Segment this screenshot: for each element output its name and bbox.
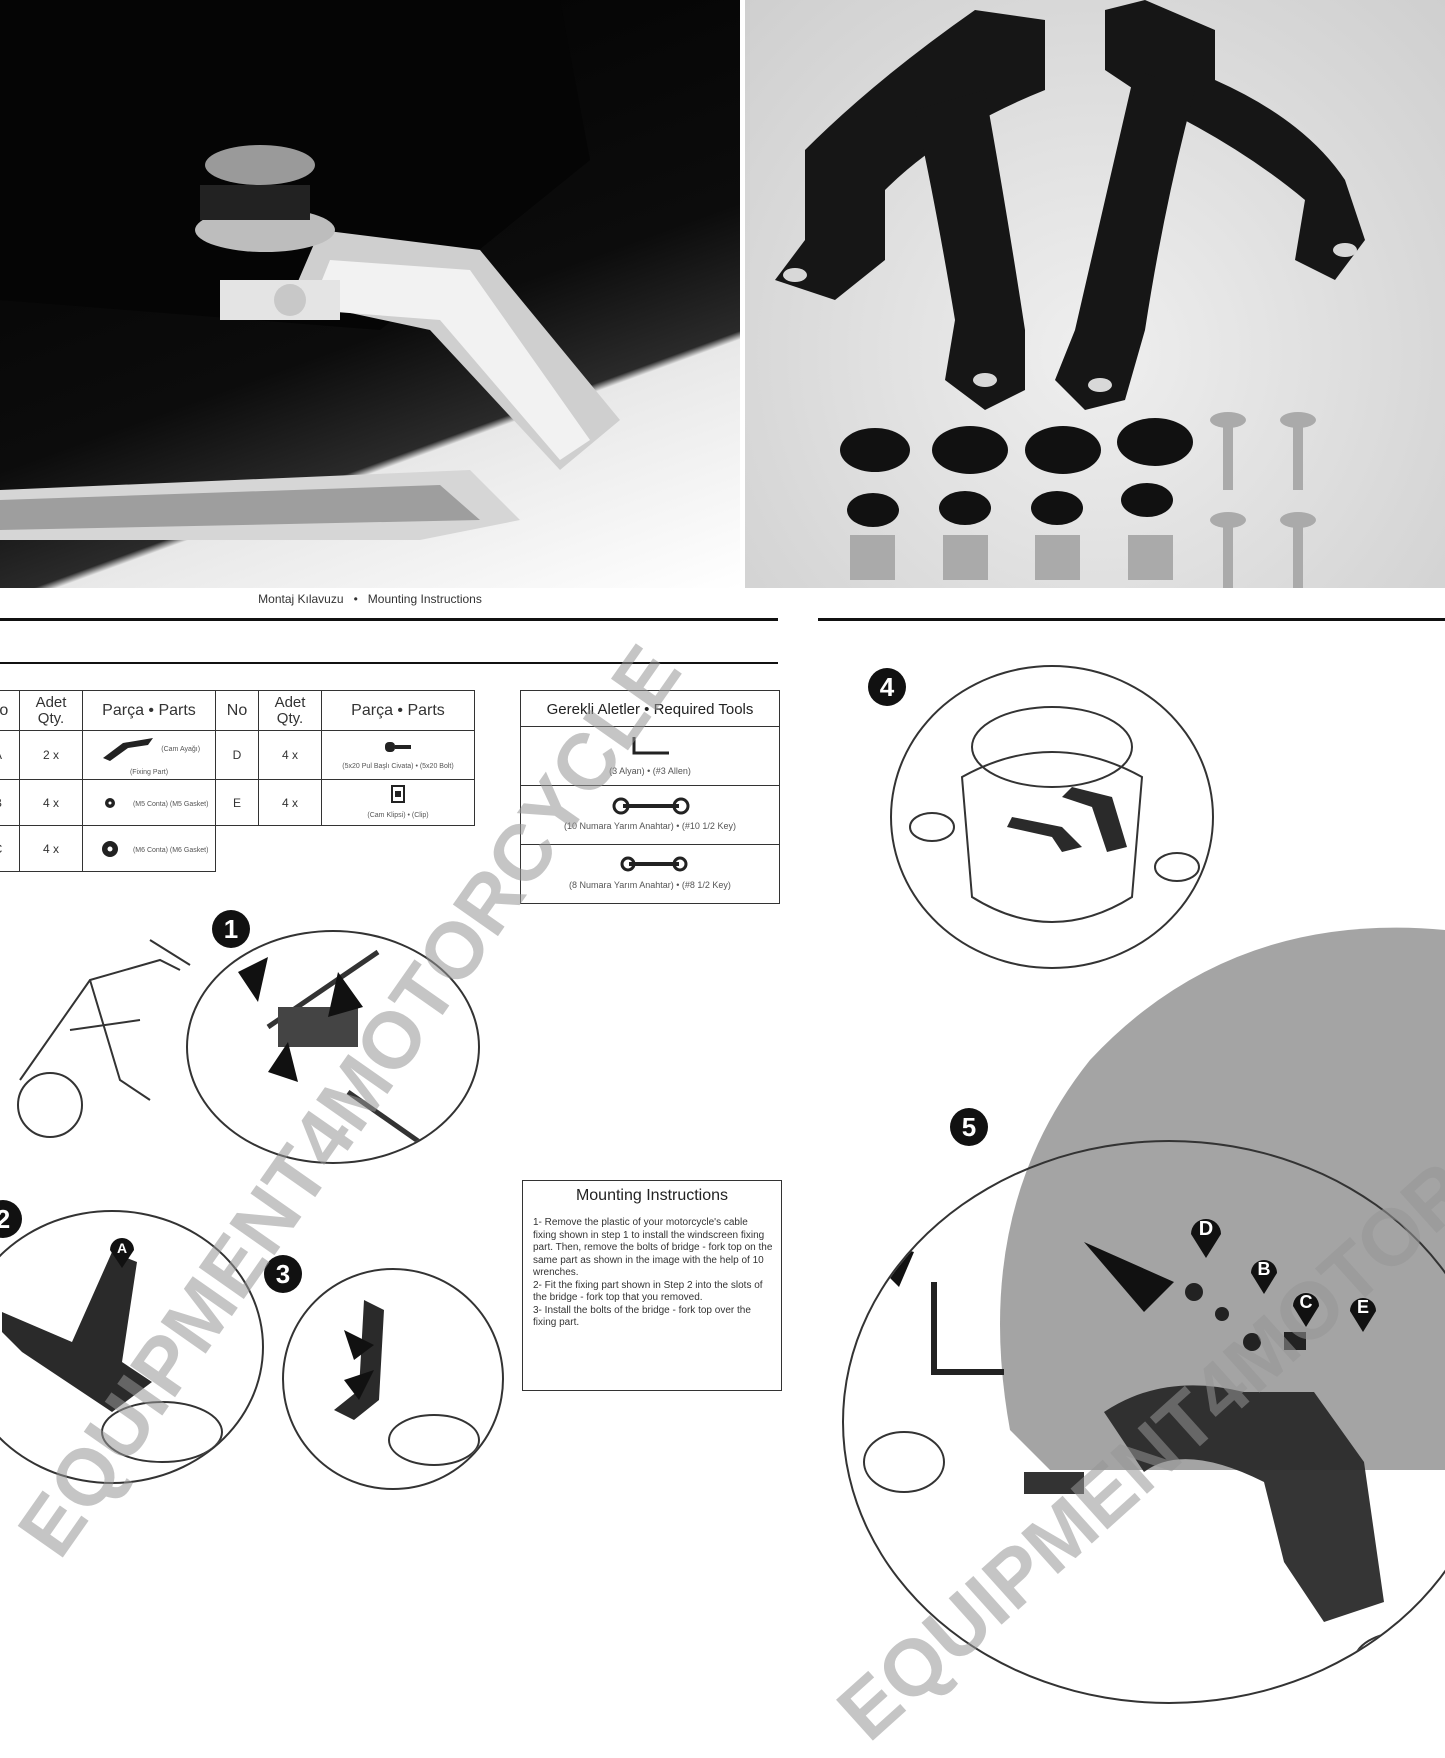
part-no-c: C: [0, 825, 20, 872]
marker-d-pin: [1191, 1219, 1221, 1258]
part-no-a: A: [0, 730, 20, 780]
allen-key-icon: [632, 737, 669, 755]
part-a-cell: (Cam Ayağı) (Fixing Part): [82, 730, 216, 780]
step-4-badge: 4: [868, 668, 906, 706]
step-2-detail-circle: [0, 1210, 264, 1484]
tool-row-wrench10: (10 Numara Yarım Anahtar) • (#10 1/2 Key…: [521, 785, 779, 844]
col-part: Parça • Parts: [82, 690, 216, 731]
instruction-step-1: 1- Remove the plastic of your motorcycle…: [533, 1217, 773, 1278]
part-no-d: D: [215, 730, 259, 780]
col-no: No: [0, 690, 20, 731]
part-b-cell: (M5 Conta) (M5 Gasket): [82, 779, 216, 826]
part-desc-a: (Cam Ayağı) (Fixing Part): [129, 746, 201, 776]
step-5-badge: 5: [950, 1108, 988, 1146]
motorcycle-sketch: [17, 939, 191, 1138]
tool-label-allen: (3 Alyan) • (#3 Allen): [609, 766, 691, 776]
part-d-cell: (5x20 Pul Başlı Civata) • (5x20 Bolt): [321, 730, 475, 780]
required-tools-box: Gerekli Aletler • Required Tools (3 Alya…: [520, 690, 780, 904]
instruction-step-3: 3- Install the bolts of the bridge - for…: [533, 1304, 751, 1329]
step-3-detail-circle: [282, 1268, 504, 1490]
part-no-b: B: [0, 779, 20, 826]
bolt-icon: [385, 741, 411, 752]
clip-closeup-illustration: [0, 0, 620, 540]
marker-b-pin: [1251, 1260, 1277, 1294]
col-part-2: Parça • Parts: [321, 690, 475, 731]
marker-d-label: D: [1198, 1218, 1214, 1240]
step-2-detail-illustration: [2, 1252, 223, 1463]
wrench-10-icon: [612, 797, 690, 815]
step-4-detail-circle: [890, 665, 1214, 969]
parts-table: No Adet Qty. Parça • Parts No Adet Qty. …: [0, 690, 475, 872]
tool-row-wrench8: (8 Numara Yarım Anahtar) • (#8 1/2 Key): [521, 844, 779, 903]
empty-cell: [216, 826, 259, 872]
step-3-badge: 3: [264, 1255, 302, 1293]
tool-label-wrench8: (8 Numara Yarım Anahtar) • (#8 1/2 Key): [569, 880, 731, 890]
col-qty-2: Adet Qty.: [258, 690, 322, 731]
m6-gasket-icon: [101, 840, 118, 857]
marker-e-label: E: [1356, 1297, 1369, 1317]
caption-separator: •: [353, 592, 358, 606]
part-qty-e: 4 x: [258, 779, 322, 826]
empty-cell: [259, 826, 322, 872]
part-c-cell: (M6 Conta) (M6 Gasket): [82, 825, 216, 872]
clip-icon: [391, 785, 405, 803]
photo-caption: Montaj Kılavuzu • Mounting Instructions: [200, 592, 540, 606]
col-qty: Adet Qty.: [19, 690, 83, 731]
tool-row-allen: (3 Alyan) • (#3 Allen): [521, 726, 779, 785]
part-qty-d: 4 x: [258, 730, 322, 780]
product-photo-clip-closeup: [0, 0, 740, 588]
part-desc-b: (M5 Conta) (M5 Gasket): [132, 800, 209, 808]
step-1-badge: 1: [212, 910, 250, 948]
m5-gasket-icon: [104, 797, 115, 808]
marker-c-label: C: [1299, 1292, 1313, 1312]
divider-left-table: [0, 662, 778, 664]
part-qty-a: 2 x: [19, 730, 83, 780]
mounting-instructions-box: Mounting Instructions 1- Remove the plas…: [522, 1180, 782, 1391]
part-desc-c: (M6 Conta) (M6 Gasket): [132, 846, 209, 854]
step-2-badge: 2: [0, 1200, 22, 1238]
marker-b-label: B: [1257, 1259, 1271, 1279]
step-4-detail-illustration: [909, 706, 1200, 923]
part-desc-d: (5x20 Pul Başlı Civata) • (5x20 Bolt): [342, 762, 454, 770]
caption-english: Mounting Instructions: [367, 592, 482, 606]
step-1-detail-circle: [186, 930, 480, 1164]
fixing-part-icon: [102, 738, 153, 761]
tool-label-wrench10: (10 Numara Yarım Anahtar) • (#10 1/2 Key…: [564, 821, 736, 831]
step-1-detail-illustration: [238, 949, 450, 1162]
instruction-step-2: 2- Fit the fixing part shown in Step 2 i…: [533, 1279, 763, 1304]
marker-a-label: A: [116, 1240, 128, 1256]
marker-c-pin: [1293, 1293, 1319, 1327]
kit-contents-illustration: [775, 0, 1365, 588]
product-photo-kit-contents: [745, 0, 1445, 588]
empty-cell: [322, 826, 475, 872]
divider-left-top: [0, 618, 778, 621]
step-3-detail-illustration: [334, 1300, 480, 1466]
tools-title: Gerekli Aletler • Required Tools: [546, 701, 754, 718]
marker-a-pin: [110, 1238, 134, 1268]
part-qty-b: 4 x: [19, 779, 83, 826]
part-qty-c: 4 x: [19, 825, 83, 872]
part-no-e: E: [215, 779, 259, 826]
divider-right-top: [818, 618, 1445, 621]
marker-e-pin: [1350, 1298, 1376, 1332]
part-desc-e: (Cam Klipsi) • (Clip): [367, 812, 429, 819]
mounting-instructions-title: Mounting Instructions: [523, 1180, 781, 1217]
part-e-cell: (Cam Klipsi) • (Clip): [321, 779, 475, 826]
col-no-2: No: [215, 690, 259, 731]
wrench-8-icon: [620, 856, 688, 872]
caption-turkish: Montaj Kılavuzu: [258, 592, 344, 606]
